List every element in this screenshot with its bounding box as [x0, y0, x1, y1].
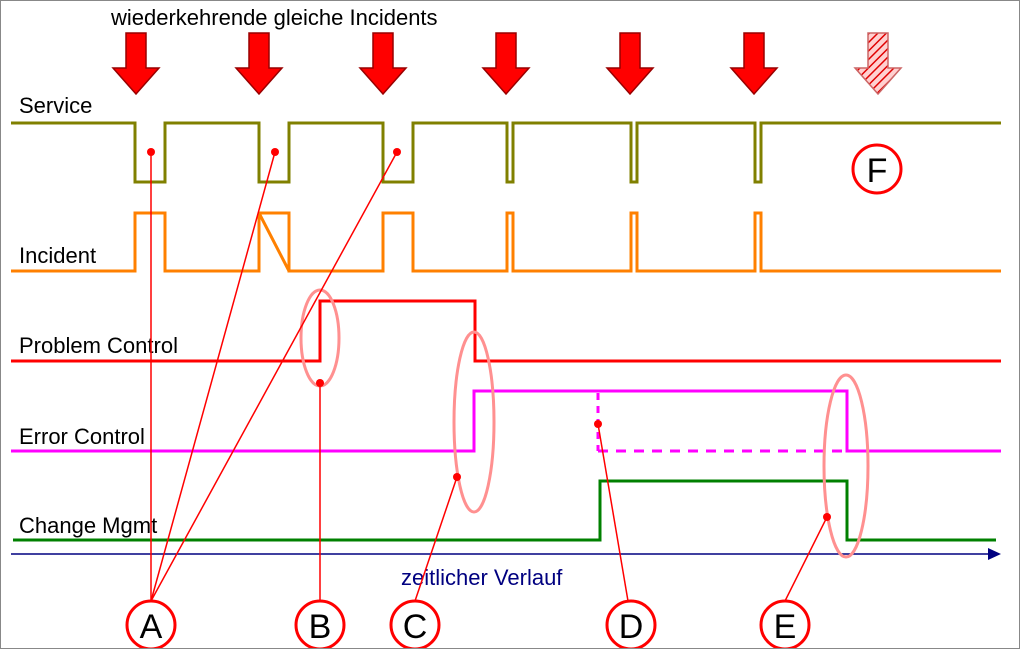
marker-a-label: A — [140, 608, 163, 646]
incident-signal-line — [11, 211, 1001, 273]
time-axis-label: zeitlicher Verlauf — [401, 565, 563, 590]
lane-label-service: Service — [19, 93, 92, 118]
problem-control-signal-line — [11, 299, 1001, 363]
marker-e: E — [759, 599, 811, 648]
marker-a: A — [125, 599, 177, 648]
down-arrow-icon — [358, 32, 408, 96]
hatched-down-arrow-icon — [853, 32, 903, 96]
marker-d: D — [605, 599, 657, 648]
down-arrow-icon — [605, 32, 655, 96]
incident-arrows — [111, 32, 903, 96]
marker-e-label: E — [774, 608, 797, 646]
lane-label-change-mgmt: Change Mgmt — [19, 513, 157, 538]
lane-label-incident: Incident — [19, 243, 96, 268]
down-arrow-icon — [111, 32, 161, 96]
diagram-title: wiederkehrende gleiche Incidents — [110, 5, 438, 30]
down-arrow-icon — [234, 32, 284, 96]
pointer-dots — [147, 148, 831, 521]
marker-d-label: D — [619, 608, 644, 646]
lane-label-error-control: Error Control — [19, 424, 145, 449]
time-axis-arrowhead — [988, 548, 1001, 560]
marker-f-label: F — [867, 152, 888, 190]
marker-b: B — [294, 599, 346, 648]
change-mgmt-signal-line — [13, 479, 996, 542]
marker-f: F — [851, 143, 903, 195]
marker-b-label: B — [309, 608, 332, 646]
lane-label-problem-control: Problem Control — [19, 333, 178, 358]
marker-c: C — [389, 599, 441, 648]
change-close-ellipse — [822, 373, 870, 559]
down-arrow-icon — [729, 32, 779, 96]
marker-c-label: C — [403, 608, 428, 646]
pointer-lines — [150, 151, 828, 602]
service-signal-line — [11, 121, 1001, 184]
down-arrow-icon — [481, 32, 531, 96]
handover-ellipse — [452, 330, 496, 514]
error-control-signal-line — [11, 389, 1001, 453]
